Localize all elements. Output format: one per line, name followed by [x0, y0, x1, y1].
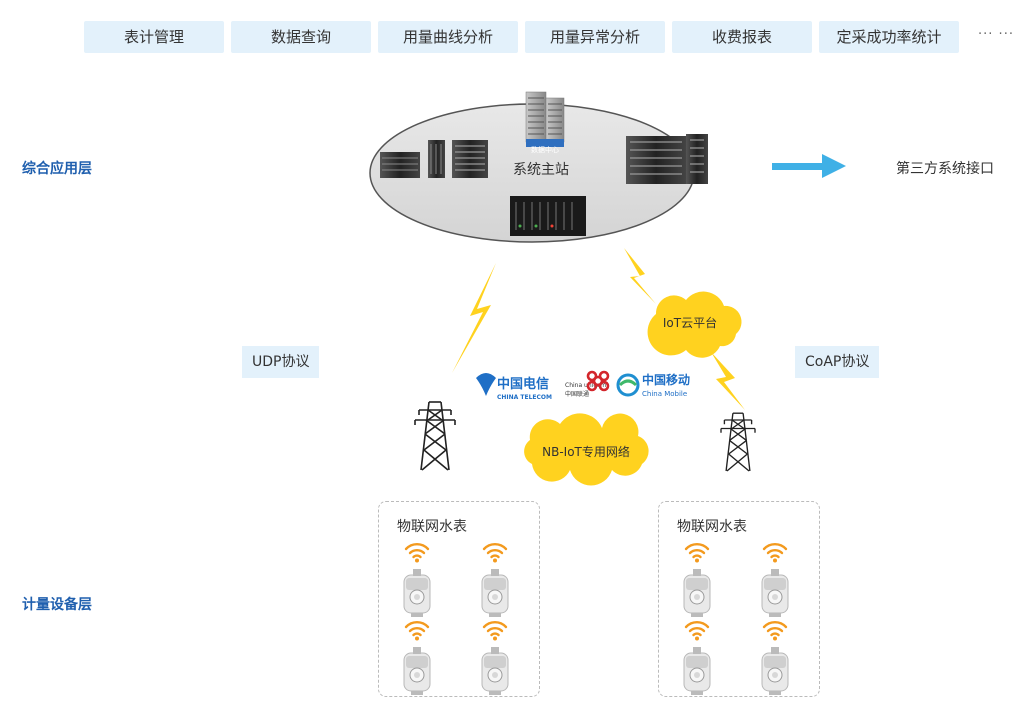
- china-mobile-logo: 中国移动 China Mobile: [616, 372, 690, 398]
- third-party-interface-label: 第三方系统接口: [896, 161, 994, 177]
- china-unicom-logo: China unicom 中国联通: [565, 370, 610, 398]
- data-center-icon: [525, 91, 565, 147]
- tab-billing-report[interactable]: 收费报表: [672, 21, 812, 53]
- meter-group-1: 物联网水表: [378, 501, 540, 697]
- udp-protocol-label: UDP协议: [242, 346, 320, 378]
- system-station-label: 系统主站: [513, 162, 569, 178]
- lightning-bolt-lower-icon: [711, 352, 745, 410]
- meter-group-title: 物联网水表: [677, 519, 747, 535]
- transmission-tower-right-icon: [720, 412, 756, 472]
- rack-servers-left-icon: [380, 140, 488, 178]
- mobile-name-cn: 中国移动: [642, 372, 690, 387]
- meter-group-title: 物联网水表: [397, 519, 467, 535]
- nbiot-cloud-label: NB-IoT专用网络: [542, 444, 630, 459]
- telecom-name-en: CHINA TELECOM: [497, 394, 552, 401]
- coap-protocol-label: CoAP协议: [795, 346, 880, 378]
- transmission-tower-left-icon: [414, 401, 456, 471]
- arrow-right-icon: [772, 154, 846, 178]
- layer-label-application: 综合应用层: [22, 161, 92, 177]
- iot-cloud-label: IoT云平台: [663, 315, 717, 330]
- data-center-label: 数据中心: [531, 145, 559, 154]
- server-rack-right-icon: [626, 134, 708, 184]
- china-telecom-logo: 中国电信 CHINA TELECOM: [476, 373, 552, 401]
- unicom-name-en: China unicom: [565, 382, 606, 389]
- tab-meter-management[interactable]: 表计管理: [84, 21, 224, 53]
- tab-usage-curve-analysis[interactable]: 用量曲线分析: [378, 21, 518, 53]
- unicom-name-cn: 中国联通: [565, 390, 589, 398]
- telecom-name-cn: 中国电信: [497, 376, 549, 392]
- lightning-bolt-udp-icon: [452, 263, 496, 373]
- mobile-name-en: China Mobile: [642, 390, 687, 398]
- meter-group-2: 物联网水表: [658, 501, 820, 697]
- more-tabs-ellipsis[interactable]: ··· ···: [978, 27, 1014, 42]
- tab-collection-success-rate[interactable]: 定采成功率统计: [819, 21, 959, 53]
- tab-usage-anomaly-analysis[interactable]: 用量异常分析: [525, 21, 665, 53]
- layer-label-metering: 计量设备层: [22, 597, 92, 613]
- iot-cloud-platform: [647, 291, 742, 358]
- lightning-bolt-upper-icon: [624, 248, 656, 304]
- nbiot-cloud: [524, 413, 649, 486]
- blade-server-icon: [510, 196, 586, 236]
- tab-data-query[interactable]: 数据查询: [231, 21, 371, 53]
